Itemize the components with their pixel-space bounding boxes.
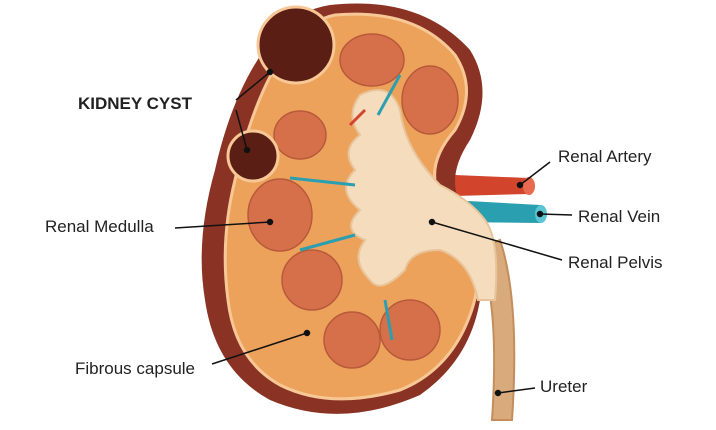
renal-pelvis-area [345, 89, 498, 301]
label-renal-medulla: Renal Medulla [45, 217, 154, 236]
label-renal-artery: Renal Artery [558, 147, 652, 166]
label-renal-vein: Renal Vein [578, 207, 660, 226]
label-fibrous-capsule: Fibrous capsule [75, 359, 195, 378]
label-renal-pelvis: Renal Pelvis [568, 253, 663, 272]
internal-vessels [289, 74, 402, 341]
label-kidney-cyst: KIDNEY CYST [78, 94, 193, 113]
leader-lines [174, 68, 573, 397]
kidney-cyst-small [226, 129, 280, 183]
renal-medulla-pyramids [247, 33, 459, 369]
renal-artery-vessel [455, 175, 532, 196]
kidney-cyst-large [256, 5, 336, 85]
label-ureter: Ureter [540, 377, 588, 396]
